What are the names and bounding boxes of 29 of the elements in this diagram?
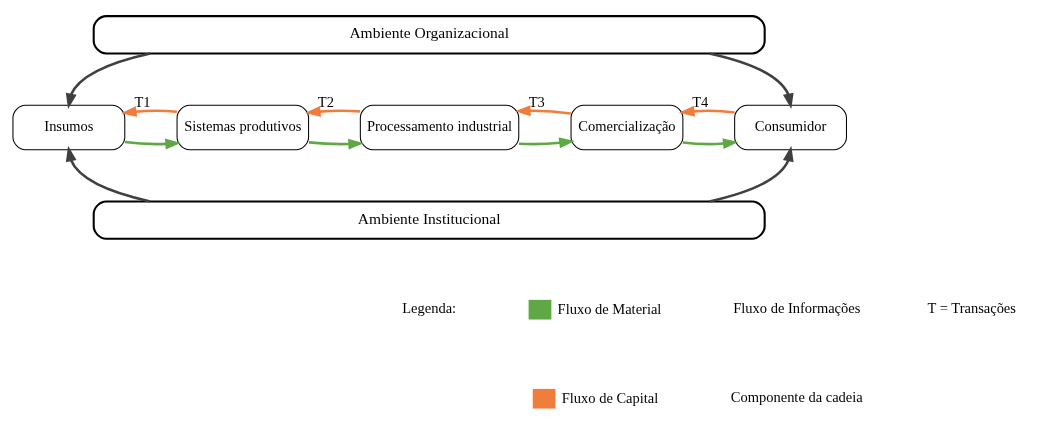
arrow <box>682 137 739 149</box>
edge-label: T2 <box>317 93 334 110</box>
arrow <box>121 105 178 117</box>
edge-label: T4 <box>692 93 709 110</box>
arrow <box>305 105 360 117</box>
arrow <box>124 138 181 149</box>
node-box: Insumos <box>12 104 126 150</box>
arrow <box>308 138 364 150</box>
node-box: Processamento industrial <box>359 104 520 150</box>
arrow <box>679 105 735 117</box>
arrow <box>515 104 572 116</box>
arrow <box>65 145 151 203</box>
arrow <box>709 145 794 203</box>
legend-label: Fluxo de Capital <box>561 389 659 406</box>
arrow <box>65 51 151 109</box>
node-box: Consumidor <box>734 104 847 150</box>
edge-label: T1 <box>134 93 151 110</box>
node-box: Ambiente Institucional <box>92 199 766 240</box>
edge-label: T3 <box>528 93 545 110</box>
legend-label: Componente da cadeia <box>730 388 863 405</box>
node-box: Comercialização <box>570 104 684 150</box>
legend-label: Fluxo de Material <box>557 300 662 317</box>
arrow <box>709 51 794 109</box>
label: Legenda: <box>402 299 457 316</box>
arrow <box>518 136 575 148</box>
legend-label: Fluxo de Informações <box>733 299 861 316</box>
label: T = Transações <box>927 299 1016 316</box>
node-box: Sistemas produtivos <box>176 104 310 150</box>
node-box: Ambiente Organizacional <box>92 14 766 54</box>
